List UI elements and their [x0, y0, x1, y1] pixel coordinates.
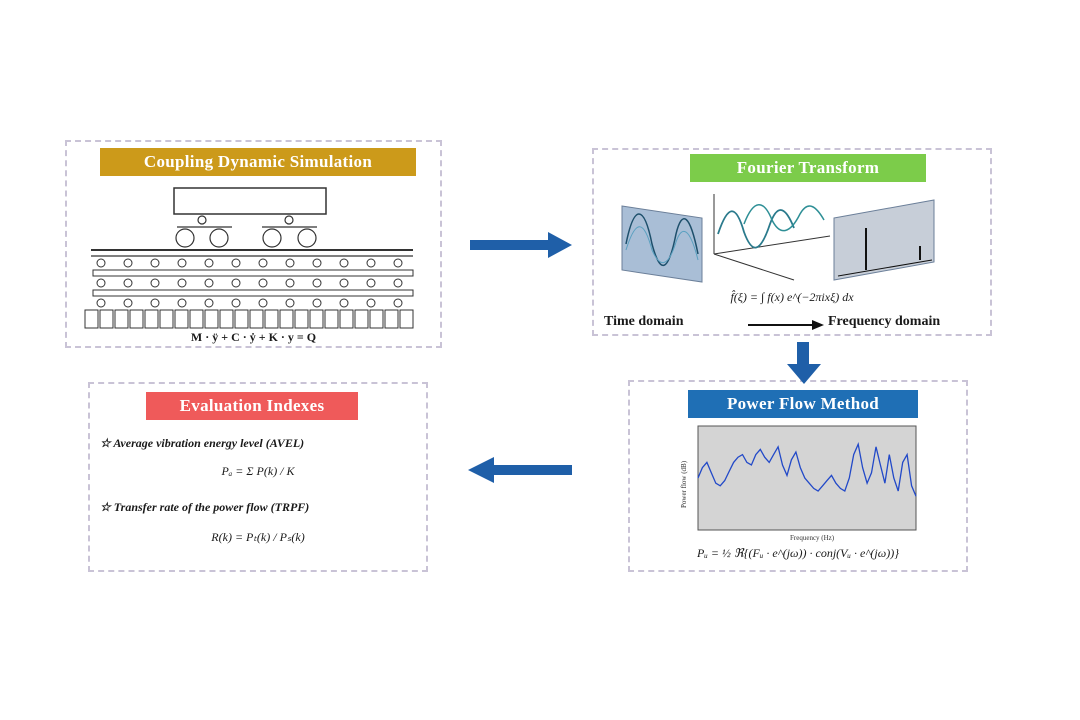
spring-element: [312, 258, 322, 268]
frequency-domain-label: Frequency domain: [828, 314, 941, 329]
fourier-panel: Fourier Transform f̂(ξ) = ∫ f(x) e^(−2πi…: [592, 148, 992, 336]
foundation-block: [369, 309, 384, 329]
spring-element: [258, 298, 268, 308]
spring-element: [204, 278, 214, 288]
power-flow-panel: Power Flow Method Power flow (dB) Freque…: [628, 380, 968, 572]
foundation-block: [339, 309, 354, 329]
spring-element: [393, 278, 403, 288]
avel-formula: Pₐ = Σ P(k) / K: [221, 464, 295, 478]
chart-ylabel: Power flow (dB): [680, 460, 688, 508]
trpf-formula: R(k) = Pₜ(k) / Pₛ(k): [211, 530, 305, 544]
spring-element: [96, 258, 106, 268]
foundation-block: [309, 309, 324, 329]
fourier-equation: f̂(ξ) = ∫ f(x) e^(−2πixξ) dx: [730, 290, 854, 304]
foundation-block: [279, 309, 294, 329]
trpf-index: ☆ Transfer rate of the power flow (TRPF): [100, 500, 310, 514]
spring-element: [258, 278, 268, 288]
foundation-block: [399, 309, 414, 329]
power-flow-equation: Pᵤ = ½ ℜ{(Fᵤ · e^(jω)) · conj(Vᵤ · e^(jω…: [696, 546, 900, 560]
spring-element: [285, 258, 295, 268]
spring-element: [177, 298, 187, 308]
foundation-block: [144, 309, 159, 329]
spring-element: [339, 298, 349, 308]
power-flow-series: [697, 441, 917, 497]
power-flow-title: Power Flow Method: [688, 390, 918, 418]
foundation-block: [264, 309, 279, 329]
foundation-block: [384, 309, 399, 329]
spring-element: [312, 298, 322, 308]
spring-element: [204, 258, 214, 268]
spring-element: [177, 278, 187, 288]
coupling-panel: Coupling Dynamic Simulation M · ÿ + C · …: [65, 140, 442, 348]
fourier-title: Fourier Transform: [690, 154, 926, 182]
power-flow-chart: Power flow (dB) Frequency (Hz): [680, 425, 917, 542]
foundation-block: [114, 309, 129, 329]
spring-element: [123, 278, 133, 288]
spring-element: [96, 298, 106, 308]
spring-element: [231, 258, 241, 268]
foundation-block: [99, 309, 114, 329]
evaluation-title: Evaluation Indexes: [146, 392, 358, 420]
coupling-equation: M · ÿ + C · ẏ + K · y = Q: [190, 330, 317, 344]
spring-element: [285, 278, 295, 288]
foundation-block: [204, 309, 219, 329]
foundation-block: [294, 309, 309, 329]
vehicle-track-model: [84, 187, 414, 329]
arrow-right: [470, 232, 572, 258]
spring-element: [285, 298, 295, 308]
spring-element: [177, 258, 187, 268]
spring-element: [366, 258, 376, 268]
foundation-block: [84, 309, 99, 329]
foundation-block: [159, 309, 174, 329]
spring-element: [150, 278, 160, 288]
chart-xlabel: Frequency (Hz): [790, 534, 835, 542]
spring-element: [393, 258, 403, 268]
foundation-block: [324, 309, 339, 329]
spring-element: [258, 258, 268, 268]
spring-element: [366, 278, 376, 288]
foundation-block: [219, 309, 234, 329]
domain-arrow: [748, 320, 824, 330]
spring-element: [339, 278, 349, 288]
avel-index: ☆ Average vibration energy level (AVEL): [100, 436, 305, 450]
spring-element: [393, 298, 403, 308]
foundation-block: [234, 309, 249, 329]
spring-element: [204, 298, 214, 308]
evaluation-panel: Evaluation Indexes ☆ Average vibration e…: [88, 382, 428, 572]
spring-element: [312, 278, 322, 288]
foundation-block: [354, 309, 369, 329]
spring-element: [231, 298, 241, 308]
coupling-title: Coupling Dynamic Simulation: [100, 148, 416, 176]
spring-element: [231, 278, 241, 288]
foundation-block: [249, 309, 264, 329]
foundation-block: [189, 309, 204, 329]
time-domain-label: Time domain: [604, 314, 684, 329]
spring-element: [150, 258, 160, 268]
spring-element: [123, 298, 133, 308]
spring-element: [339, 258, 349, 268]
spring-element: [150, 298, 160, 308]
foundation-block: [129, 309, 144, 329]
spring-element: [123, 258, 133, 268]
spring-element: [366, 298, 376, 308]
foundation-block: [174, 309, 189, 329]
fourier-illustration: [621, 194, 935, 283]
arrow-down: [787, 342, 821, 384]
spring-element: [96, 278, 106, 288]
arrow-left: [468, 457, 572, 483]
